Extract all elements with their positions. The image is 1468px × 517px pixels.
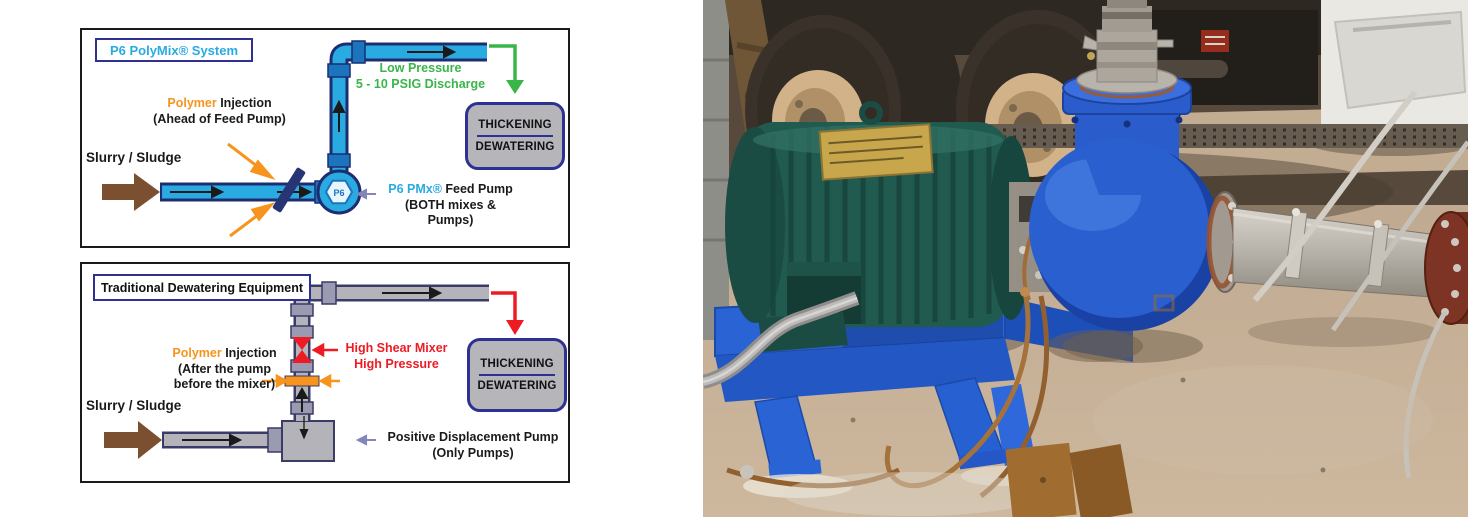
slurry-arrow	[102, 173, 160, 211]
flow-arrows	[182, 286, 443, 447]
pump-skid-photo	[703, 0, 1468, 517]
low-pressure-arrow	[489, 44, 524, 94]
pipe-coupling	[267, 427, 283, 453]
plywood-board	[1069, 444, 1133, 517]
high-pressure-arrow	[491, 291, 524, 335]
copper-tubing	[726, 287, 1050, 498]
rusty-end-flange	[1424, 211, 1468, 325]
panel-title-box: P6 PolyMix® System	[95, 38, 253, 62]
feed-pump-label: P6 PMx® Feed Pump (BOTH mixes & Pumps)	[388, 182, 513, 228]
low-pressure-label: Low Pressure 5 - 10 PSIG Discharge	[355, 61, 486, 91]
injection-nozzle	[272, 167, 306, 213]
electric-motor	[725, 101, 1033, 352]
panel-title: P6 PolyMix® System	[109, 42, 239, 58]
discharge-pipe	[329, 42, 487, 180]
thickening-dewatering-box: THICKENING DEWATERING	[467, 338, 567, 412]
pmx-feed-pump: P6	[316, 169, 362, 215]
traditional-diagram-panel: Traditional Dewatering Equipment Polymer…	[80, 262, 570, 483]
polymer-injection-arrows	[227, 142, 276, 238]
camlock-fitting	[1076, 0, 1178, 94]
motor-nameplate	[818, 123, 934, 181]
polymer-injection-label: Polymer Injection (Ahead of Feed Pump)	[153, 96, 286, 126]
slurry-label: Slurry / Sludge	[86, 398, 182, 413]
panel-title-box: Traditional Dewatering Equipment	[93, 274, 311, 301]
pump-label-pointer	[355, 188, 376, 200]
slurry-label: Slurry / Sludge	[86, 150, 182, 165]
pump-logo-text: P6	[333, 188, 344, 198]
flow-arrows	[170, 45, 457, 199]
panel-title: Traditional Dewatering Equipment	[100, 280, 304, 295]
slurry-arrow	[104, 421, 162, 459]
polymer-injection-label: Polymer Injection (After the pump before…	[172, 346, 277, 392]
pump-label-pointer	[355, 434, 376, 446]
stainless-tubing	[1252, 90, 1418, 302]
divider	[479, 374, 555, 376]
high-shear-mixer	[292, 337, 312, 363]
mixer-label-pointer	[311, 342, 338, 358]
floor-details	[783, 294, 1433, 517]
pd-pump-label: Positive Displacement Pump (Only Pumps)	[387, 430, 559, 460]
floor-grate	[988, 124, 1468, 148]
high-shear-mixer-label: High Shear Mixer High Pressure	[345, 341, 448, 371]
lifting-eye	[859, 101, 883, 125]
centrifugal-pump	[1029, 0, 1243, 363]
stainless-suction-pipe	[1232, 90, 1468, 479]
flex-conduit	[703, 291, 860, 389]
pump-logo-hexagon	[324, 179, 354, 205]
positive-displacement-pump	[281, 420, 335, 462]
thickening-dewatering-box: THICKENING DEWATERING	[465, 102, 565, 170]
polymix-diagram-panel: P6 P6 PolyMix® System Slurry / Sludge Po…	[80, 28, 570, 248]
divider	[477, 135, 553, 137]
polymer-injection-arrows	[262, 373, 340, 389]
polymix-diagram-art: P6	[102, 40, 524, 238]
